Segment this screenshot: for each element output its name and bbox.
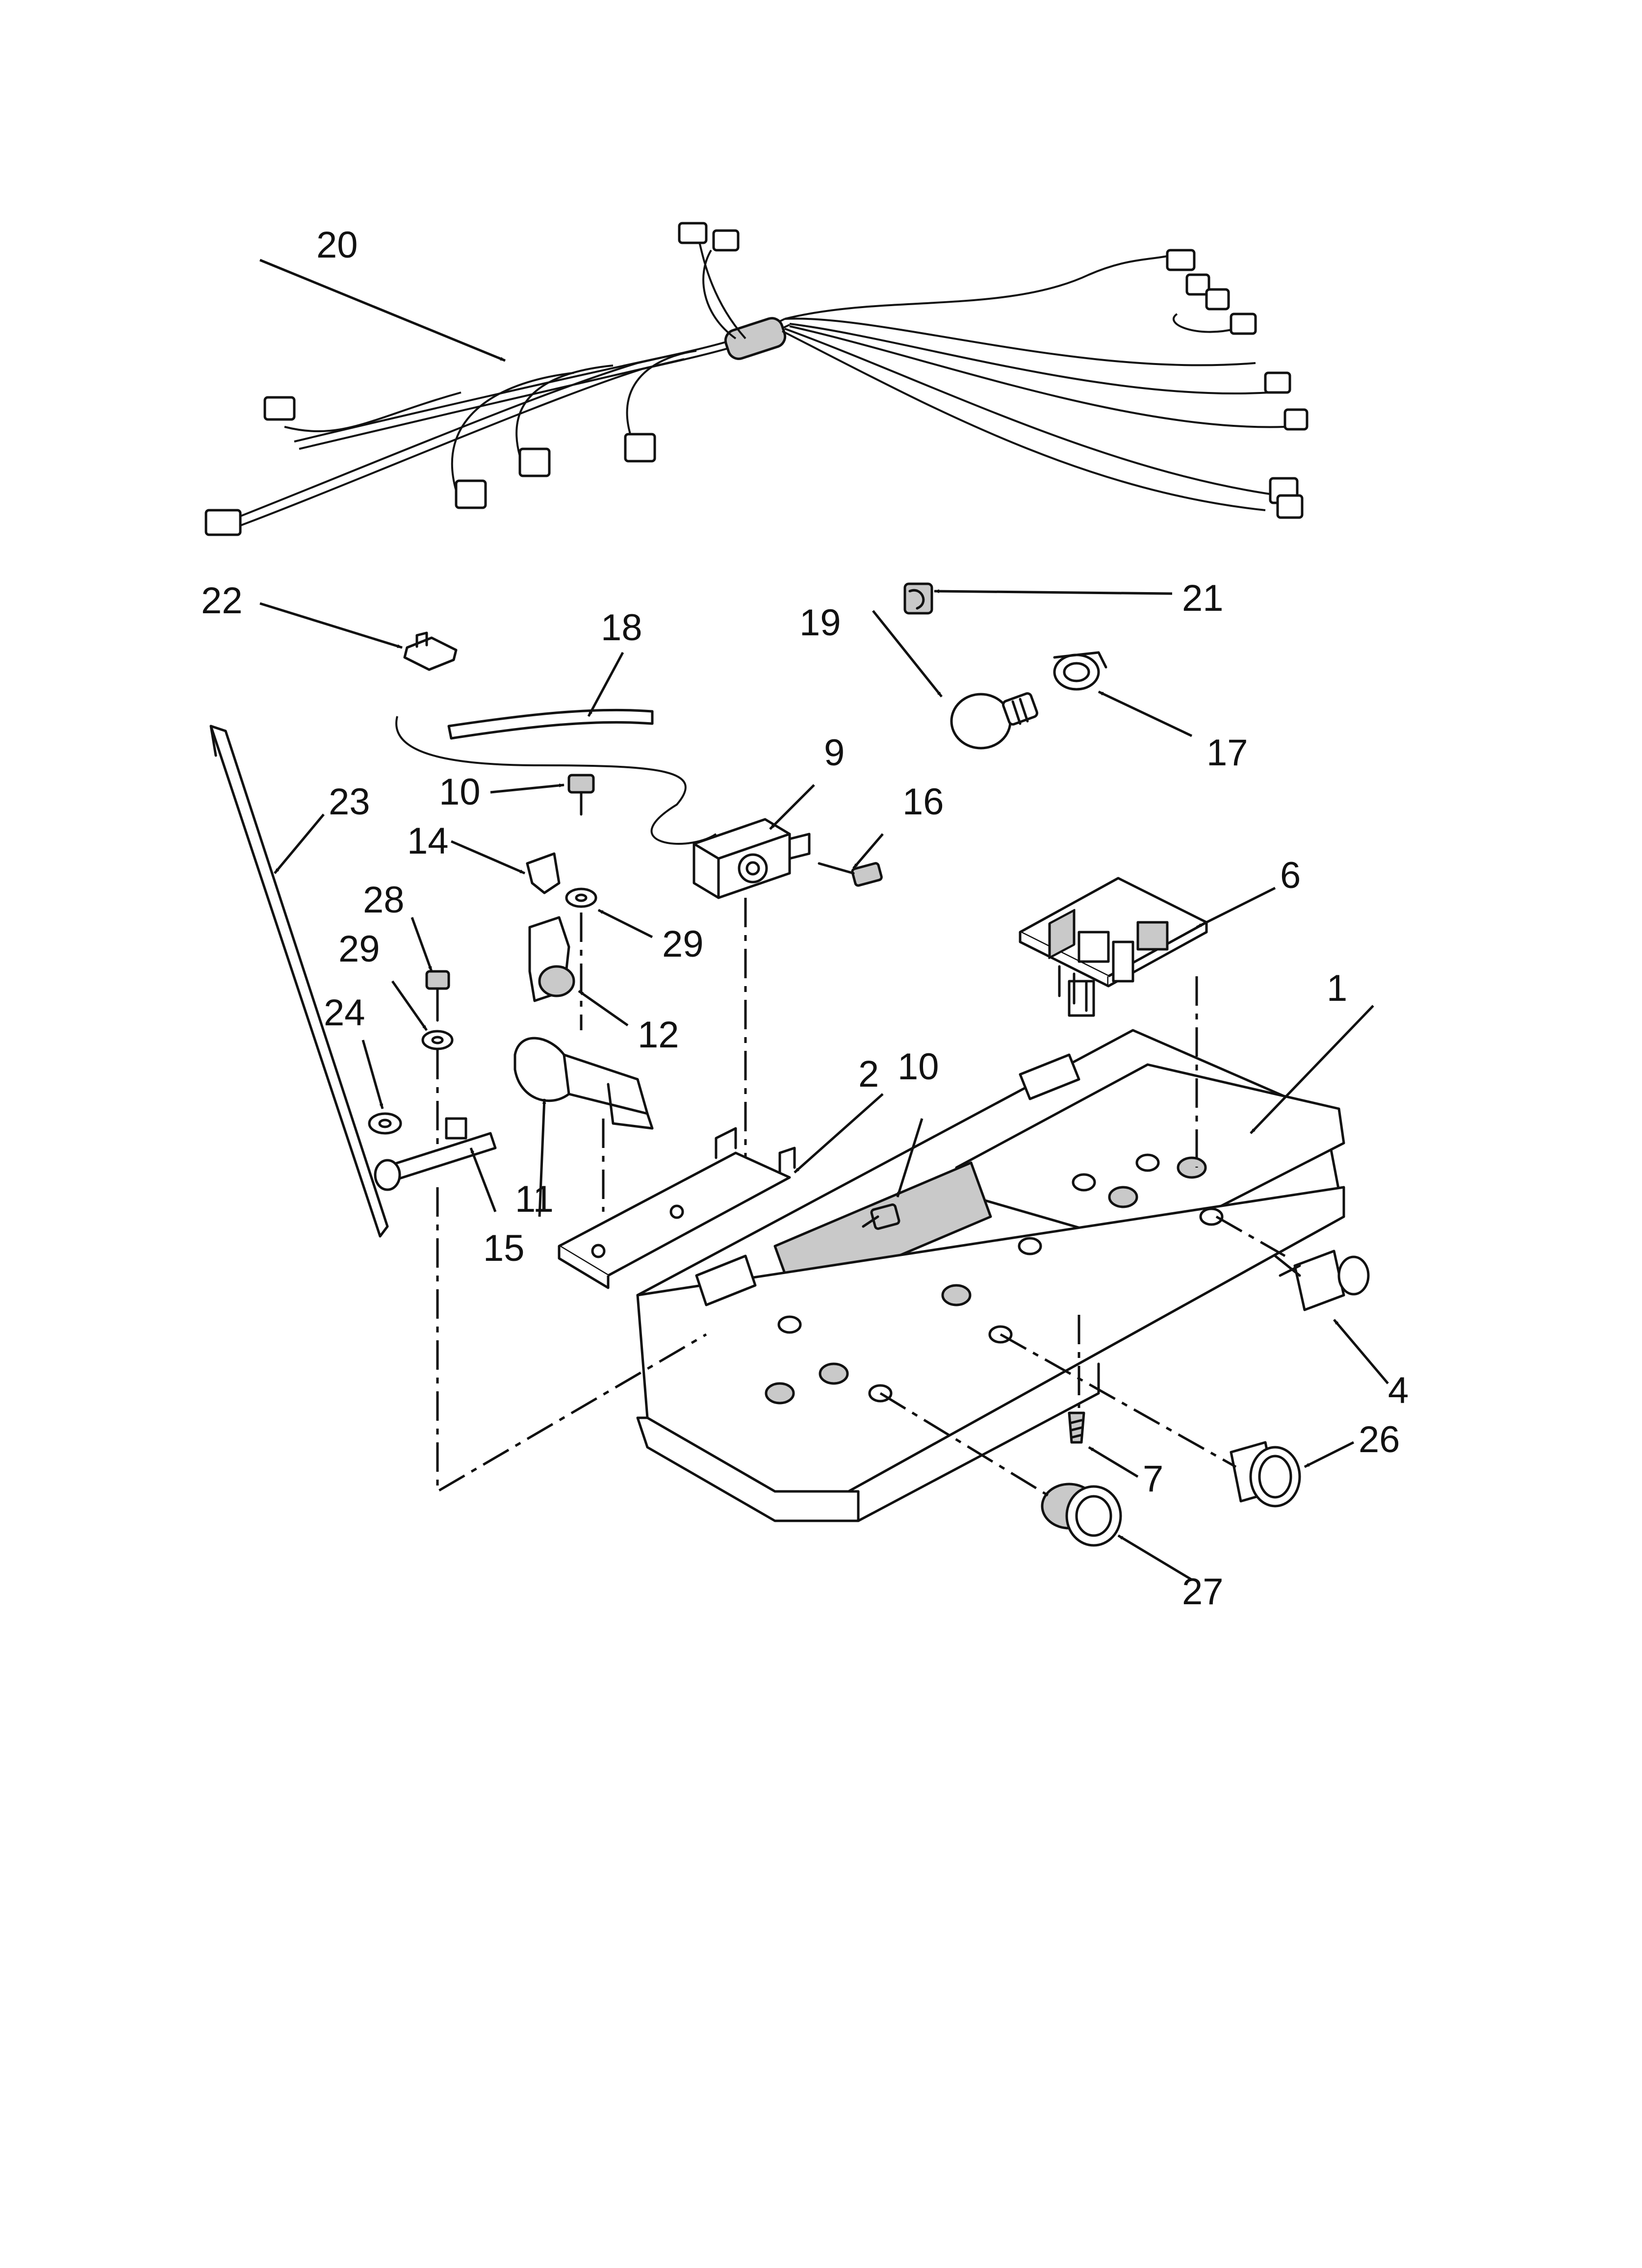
bracket-12 xyxy=(528,916,575,1002)
lamp-socket-17 xyxy=(1053,651,1107,691)
callout-4: 4 xyxy=(1388,1370,1409,1411)
callout-20: 20 xyxy=(316,224,358,266)
callout-9: 9 xyxy=(824,732,845,774)
tube-18 xyxy=(395,708,717,845)
callout-19: 19 xyxy=(799,602,841,644)
washer-29-upper xyxy=(565,887,597,908)
callout-27: 27 xyxy=(1182,1571,1224,1613)
strip-23 xyxy=(209,725,389,1238)
callout-15: 15 xyxy=(483,1227,525,1269)
control-housing-1 xyxy=(636,1029,1345,1522)
callout-28: 28 xyxy=(363,879,405,921)
washer-24 xyxy=(368,1112,402,1135)
callout-17: 17 xyxy=(1206,732,1248,774)
light-bulb-19 xyxy=(950,692,1038,750)
clip-14 xyxy=(526,852,561,894)
screw-16 xyxy=(818,862,883,887)
clip-21 xyxy=(903,582,933,615)
callout-24: 24 xyxy=(324,992,365,1034)
callout-7: 7 xyxy=(1143,1458,1163,1500)
screw-7 xyxy=(1068,1411,1085,1444)
callout-1: 1 xyxy=(1327,967,1347,1009)
bracket-2 xyxy=(558,1127,796,1289)
callout-29-upper: 29 xyxy=(662,923,704,965)
plug-26 xyxy=(1230,1441,1301,1508)
callout-23: 23 xyxy=(329,781,370,823)
control-board-6 xyxy=(1019,877,1208,1017)
link-15 xyxy=(374,1117,497,1191)
clip-22 xyxy=(403,631,458,671)
callout-12: 12 xyxy=(638,1014,679,1056)
callout-26: 26 xyxy=(1359,1419,1400,1460)
callout-2: 2 xyxy=(858,1053,879,1095)
plug-27 xyxy=(1041,1483,1122,1547)
control-9 xyxy=(693,818,811,899)
callout-10-lower: 10 xyxy=(898,1046,939,1088)
callout-labels: 20 22 18 19 21 17 9 23 10 16 14 6 28 29 … xyxy=(201,224,1409,1613)
callout-11: 11 xyxy=(515,1178,554,1220)
callout-10-upper: 10 xyxy=(439,771,481,813)
knob-shaft-11 xyxy=(513,1037,654,1130)
callout-14: 14 xyxy=(407,820,449,862)
thermistor-4 xyxy=(1274,1250,1370,1311)
screw-10-lower xyxy=(862,1203,900,1230)
callout-16: 16 xyxy=(902,781,944,823)
connector-icon xyxy=(205,222,1308,536)
washer-29-lower xyxy=(421,1030,454,1050)
screw-10-upper xyxy=(567,774,595,816)
screw-28 xyxy=(425,970,450,1022)
wire-harness xyxy=(205,222,1308,536)
callout-29-lower: 29 xyxy=(338,928,380,970)
assembly-lines xyxy=(436,898,1286,1498)
callout-6: 6 xyxy=(1280,855,1301,896)
callout-18: 18 xyxy=(601,607,642,649)
leader-lines xyxy=(259,259,1389,1581)
callout-21: 21 xyxy=(1182,577,1224,619)
callout-22: 22 xyxy=(201,580,243,622)
